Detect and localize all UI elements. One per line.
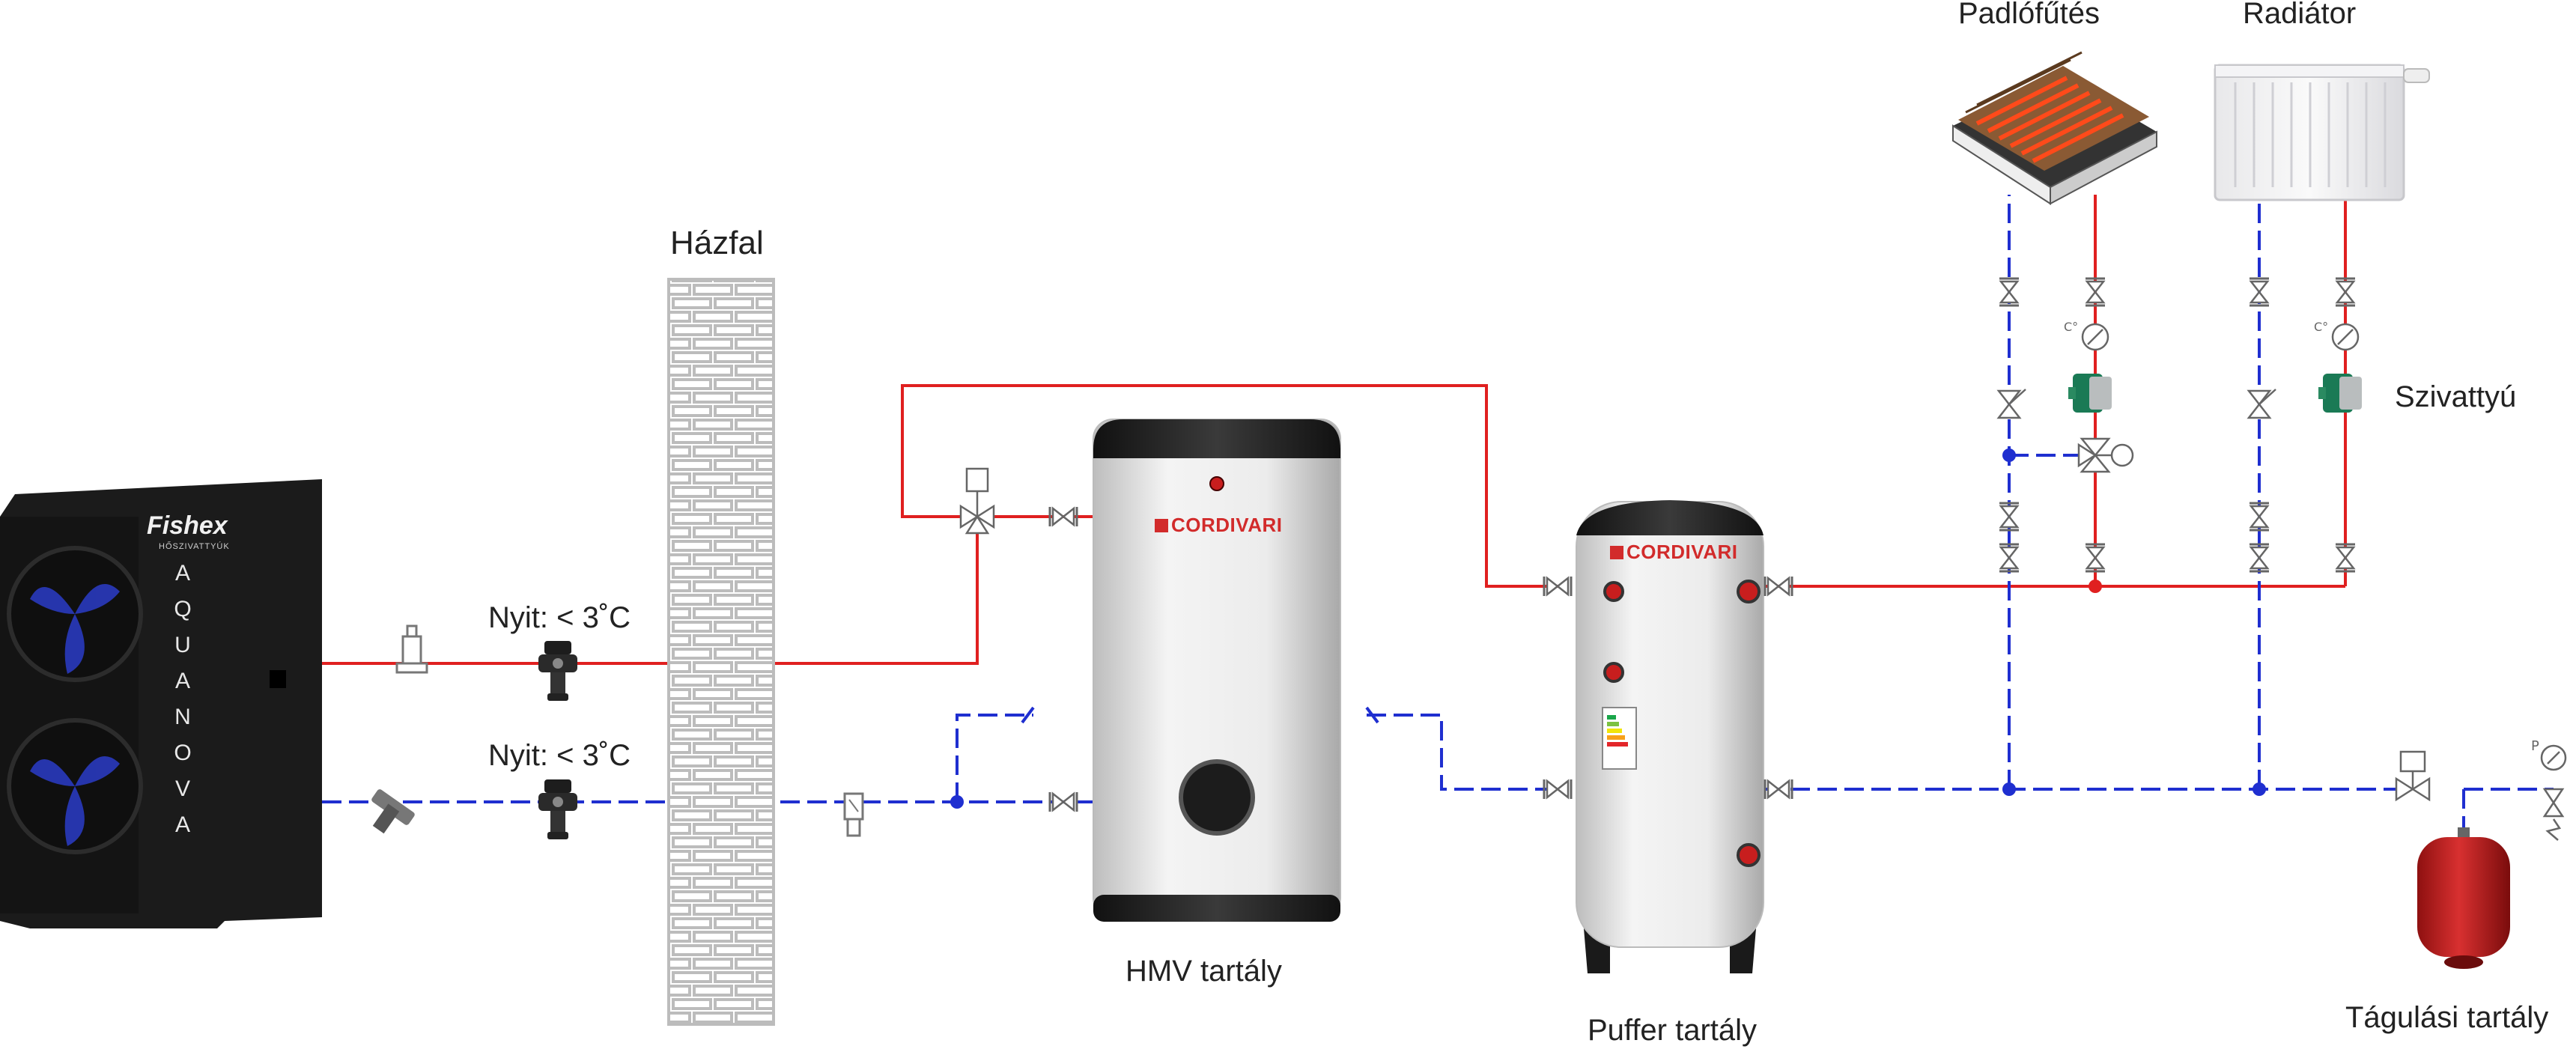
return-pipes bbox=[322, 195, 2554, 831]
frost-valve-supply-label: Nyit: < 3˚C bbox=[488, 601, 631, 634]
frost-valve-supply bbox=[538, 641, 577, 701]
safety-valve bbox=[2395, 750, 2431, 802]
svg-text:C°: C° bbox=[2314, 320, 2328, 334]
balancing-valve-radiator bbox=[2247, 389, 2276, 419]
heat-pump-brand: Fishex bbox=[147, 511, 228, 540]
radiator-label: Radiátor bbox=[2243, 0, 2357, 30]
buffer-tank bbox=[1576, 500, 1764, 973]
expansion-tank bbox=[2417, 827, 2510, 969]
hmv-flange bbox=[1179, 759, 1255, 836]
floor-boards bbox=[1965, 51, 2083, 114]
service-port bbox=[270, 670, 286, 688]
floor-heating-loops bbox=[1975, 76, 2124, 163]
fan-bottom-blades bbox=[30, 756, 120, 846]
thermometer-radiator: C° bbox=[2314, 320, 2360, 351]
hmv-tank-label: HMV tartály bbox=[1126, 955, 1282, 988]
buffer-tank-label: Puffer tartály bbox=[1588, 1014, 1758, 1047]
thermometer-floor: C° bbox=[2064, 320, 2109, 351]
pipe-hmv-hot bbox=[1367, 714, 1565, 791]
mixing-valve bbox=[2077, 437, 2134, 473]
heat-pump-unit bbox=[0, 479, 322, 928]
balancing-valve-floor bbox=[1996, 389, 2026, 419]
svg-text:P: P bbox=[2531, 738, 2539, 754]
pipe-buffer-supply bbox=[901, 384, 1565, 588]
floor-heating-label: Padlófűtés bbox=[1958, 0, 2100, 30]
svg-text:C°: C° bbox=[2064, 320, 2078, 334]
radiator-panel bbox=[2214, 64, 2430, 201]
fan-top-blades bbox=[30, 584, 120, 674]
radiator-thermostat-head bbox=[2403, 68, 2430, 83]
house-wall bbox=[667, 278, 775, 1026]
air-vent bbox=[395, 624, 428, 674]
floor-heating-panel bbox=[1952, 51, 2157, 205]
pump-label: Szivattyú bbox=[2395, 380, 2517, 413]
circulation-pump-radiator bbox=[2318, 374, 2362, 413]
wall-label: Házfal bbox=[670, 225, 764, 261]
circulation-pump-floor bbox=[2068, 374, 2112, 413]
expansion-tank-label: Tágulási tartály bbox=[2345, 1001, 2549, 1034]
hmv-tank-brand: CORDIVARI bbox=[1171, 514, 1283, 536]
frost-valve-return bbox=[538, 779, 577, 839]
manometer: P bbox=[2531, 738, 2567, 841]
y-strainer bbox=[371, 789, 415, 834]
fittings: C° C° P bbox=[371, 277, 2567, 841]
cordivari-logo-mark-2 bbox=[1610, 546, 1623, 559]
buffer-tank-brand: CORDIVARI bbox=[1626, 541, 1738, 563]
diverter-valve bbox=[959, 467, 995, 535]
junction-dots bbox=[950, 449, 2266, 809]
frost-valve-return-label: Nyit: < 3˚C bbox=[488, 739, 631, 772]
hmv-tank bbox=[1093, 419, 1341, 922]
pipe-hmv-cold bbox=[956, 714, 1033, 802]
cordivari-logo-mark bbox=[1155, 519, 1168, 532]
energy-label-bars bbox=[1607, 715, 1628, 747]
check-valve bbox=[843, 792, 864, 837]
heat-pump-sub-brand: HŐSZIVATTYÚK bbox=[159, 542, 230, 551]
